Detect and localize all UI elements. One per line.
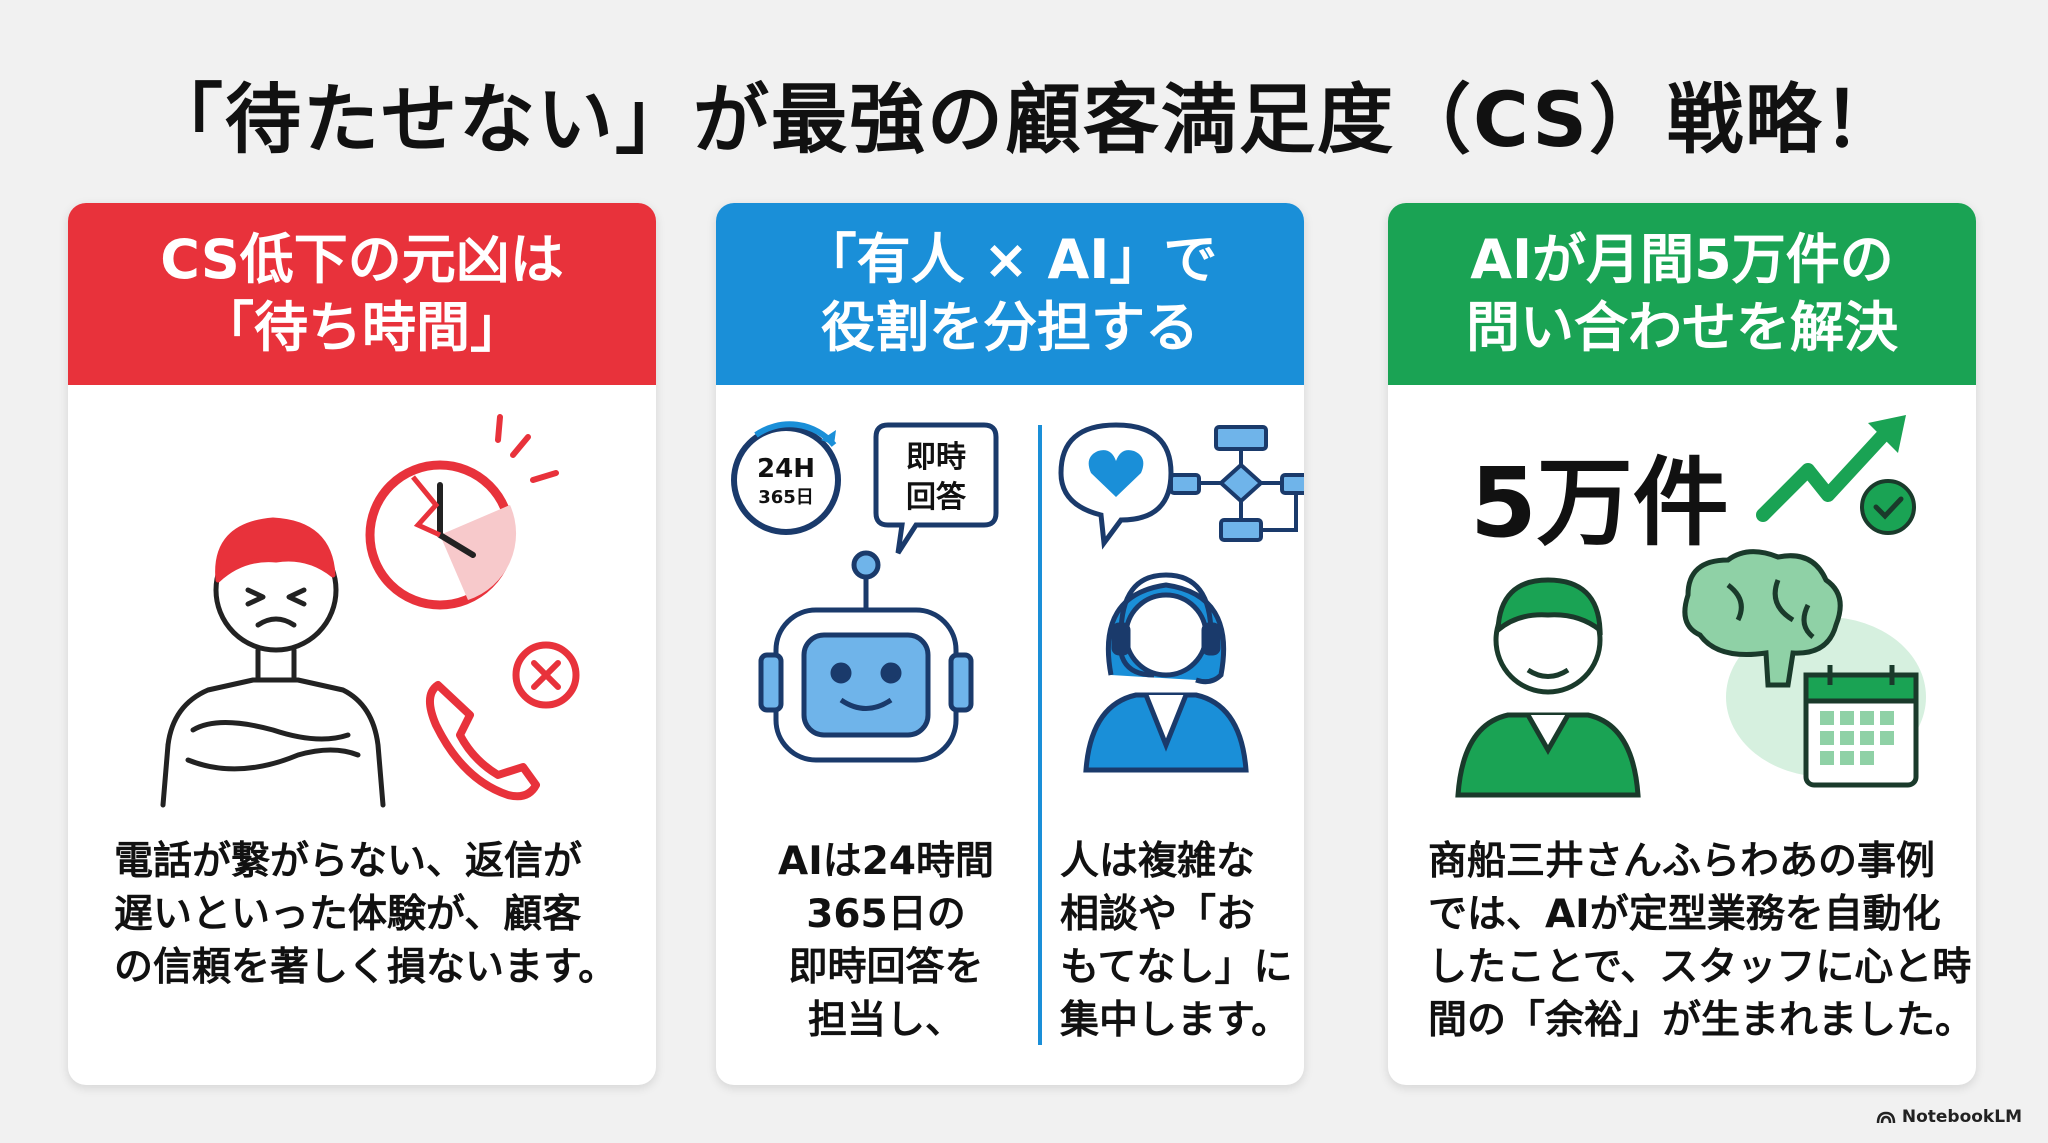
speech-bubble-icon: 即時 回答 [873, 422, 999, 555]
ai-role-line: 即時回答を [788, 945, 984, 990]
heart-bubble-icon [1058, 422, 1174, 550]
card-text-line: 間の「余裕」が生まれました。 [1428, 998, 1975, 1043]
human-role-line: 集中します。 [1060, 998, 1291, 1043]
clock-365-label: 365日 [758, 487, 814, 508]
brain-icon [1682, 549, 1843, 688]
notebooklm-logo-icon [1876, 1111, 1896, 1124]
ai-role-line: AIは24時間 [778, 839, 994, 884]
card-wait-time: CS低下の元凶は 「待ち時間」 [68, 203, 656, 1085]
bubble-label-2: 回答 [906, 480, 967, 515]
card-text-line: 商船三井さんふらわあの事例 [1428, 839, 1936, 884]
bubble-label-1: 即時 [906, 440, 966, 475]
calendar-grid [1820, 711, 1894, 765]
card-text-line: 電話が繋がらない、返信が [114, 839, 583, 884]
brand-watermark: NotebookLM [1876, 1107, 2022, 1127]
card-human-ai: 「有人 × AI」で 役割を分担する 24H 365日 即時 回答 [716, 203, 1304, 1085]
card-header: AIが月間5万件の 問い合わせを解決 [1388, 203, 1976, 385]
card-title-line1: 「有人 × AI」で [802, 228, 1218, 291]
card-title-line1: AIが月間5万件の [1470, 228, 1894, 291]
staff-person-icon [1455, 577, 1641, 798]
check-circle-icon [1860, 479, 1916, 535]
page-title: 「待たせない」が最強の顧客満足度（CS）戦略！ [147, 75, 1901, 164]
card-text-line: 遅いといった体験が、顧客 [114, 892, 582, 937]
card-title-line2: 「待ち時間」 [200, 296, 524, 359]
clock-24h-icon: 24H 365日 [731, 421, 841, 535]
ai-role-line: 担当し、 [807, 998, 964, 1043]
broken-clock-icon [365, 414, 559, 610]
flowchart-icon [1169, 425, 1304, 542]
column-divider [1038, 425, 1042, 1045]
card-title-line1: CS低下の元凶は [160, 228, 564, 291]
clock-24h-label: 24H [757, 454, 815, 484]
card-ai-resolution: AIが月間5万件の 問い合わせを解決 5万件 [1388, 203, 1976, 1085]
operator-headset-icon [1083, 572, 1249, 773]
human-role-line: 相談や「お [1060, 892, 1256, 937]
card-text-line: したことで、スタッフに心と時 [1428, 945, 1972, 990]
card-header: 「有人 × AI」で 役割を分担する [716, 203, 1304, 385]
card-header: CS低下の元凶は 「待ち時間」 [68, 203, 656, 385]
card-text-line: では、AIが定型業務を自動化 [1428, 892, 1941, 937]
robot-icon [758, 550, 974, 763]
card-title-line2: 問い合わせを解決 [1466, 296, 1898, 359]
big-number: 5万件 [1470, 447, 1729, 559]
card-title-line2: 役割を分担する [821, 296, 1199, 359]
human-role-line: もてなし」に [1060, 945, 1293, 990]
human-role-line: 人は複雑な [1060, 839, 1256, 884]
trend-up-arrow-icon [1756, 415, 1906, 522]
ai-role-line: 365日の [806, 892, 966, 937]
card-text-line: の信頼を著しく損ないます。 [114, 945, 618, 990]
frustrated-person-icon [160, 517, 386, 808]
brand-label: NotebookLM [1901, 1107, 2022, 1127]
missed-call-icon [426, 641, 580, 801]
